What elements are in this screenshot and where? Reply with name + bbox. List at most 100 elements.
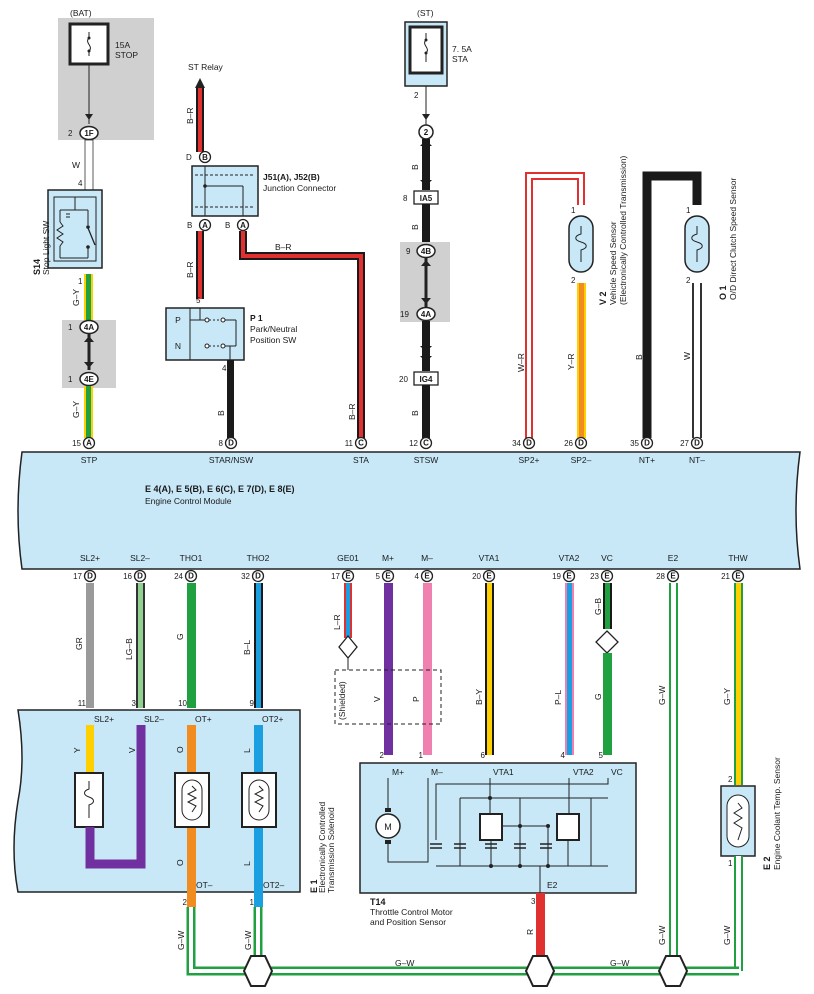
pin-connector-letter: E (345, 572, 351, 581)
pin-number: 34 (512, 439, 521, 448)
pin-circle (482, 569, 496, 583)
connector-4e-pin: 1 (68, 375, 73, 384)
pin-number: 4 (415, 572, 420, 581)
wire-label-w-stp: W (72, 160, 80, 170)
ground-splice-3 (657, 955, 689, 987)
t14-pin-name: M– (431, 767, 443, 777)
e1-bottom-pin-number: 1 (250, 898, 255, 907)
wire-label-w-nt: W (682, 352, 692, 360)
wire-label-g1: G (175, 633, 185, 640)
fuse-stop-name: STOP (115, 50, 138, 60)
e1-pin-name: OT+ (195, 714, 212, 724)
fuse-stop-source: (BAT) (70, 8, 92, 18)
pin-number: 28 (656, 572, 665, 581)
wire-label-g2: G (593, 693, 603, 700)
wire-label-b-st2: B (410, 224, 420, 230)
pin-circle (251, 569, 265, 583)
e1-pin-number: 3 (132, 699, 137, 708)
junction-pin-a1: B A (187, 218, 212, 232)
ecm-top-pins: A15STPD8STAR/NSWC11STAC12STSWD34SP2+D26S… (72, 436, 705, 465)
e1-name-2: Transmission Solenoid (326, 807, 336, 893)
svg-text:2: 2 (571, 276, 576, 285)
pin-number: 24 (174, 572, 183, 581)
wire-label-b-p1: B (216, 410, 226, 416)
pin-circle (562, 569, 576, 583)
pin-number: 32 (241, 572, 250, 581)
pin-connector-letter: E (424, 572, 430, 581)
wire-label-lgb: LG–B (124, 638, 134, 660)
pin-name: STAR/NSW (209, 455, 253, 465)
pin-connector-letter: D (255, 572, 261, 581)
pin-circle (600, 569, 614, 583)
e1-pin-name: OT2+ (262, 714, 284, 724)
o1-name: O/D Direct Clutch Speed Sensor (728, 177, 738, 300)
e1-pin-number: 10 (178, 699, 187, 708)
stop-light-switch (47, 189, 103, 269)
e2-code: E 2 (762, 856, 772, 870)
pin-connector-letter: D (137, 572, 143, 581)
pin-connector-letter: D (526, 439, 532, 448)
e1-name-1: Electronically Controlled (317, 802, 327, 893)
svg-text:9: 9 (406, 247, 411, 256)
v2-name-1: Vehicle Speed Sensor (608, 221, 618, 305)
pin-connector-letter: E (486, 572, 492, 581)
wire-label-b-st3: B (410, 410, 420, 416)
svg-text:B: B (225, 221, 230, 230)
wire-label-gw-b2: G–W (243, 931, 253, 950)
e1-pin-number: 11 (78, 699, 87, 708)
pin-circle (133, 569, 147, 583)
wire-label-v-in: V (127, 747, 137, 753)
pin-connector-letter: E (735, 572, 741, 581)
v2-code: V 2 (598, 291, 608, 305)
pin-name: SP2– (571, 455, 592, 465)
connector-4a-sta: 19 4A (400, 306, 436, 322)
fuse-sta: (ST) 7. 5A STA (404, 8, 472, 87)
pin-number: 35 (630, 439, 639, 448)
t14-pin-number: 5 (599, 751, 604, 760)
wire-label-b-nt: B (634, 354, 644, 360)
pin-number: 17 (73, 572, 82, 581)
t14-pin-name: M+ (392, 767, 404, 777)
wire-label-gw-b6: G–W (722, 926, 732, 945)
ecm-name: Engine Control Module (145, 496, 232, 506)
connector-4e: 1 4E (68, 371, 99, 387)
fuse-stop: (BAT) 15A STOP (58, 8, 154, 140)
s14-pin-bottom: 1 (78, 277, 83, 286)
pin-name: NT– (689, 455, 705, 465)
t14-pin-number: 6 (481, 751, 486, 760)
ground-splice-2 (524, 955, 556, 987)
ecm-code: E 4(A), E 5(B), E 6(C), E 7(D), E 8(E) (145, 484, 295, 494)
pin-circle (381, 569, 395, 583)
wire-label-gw-b1: G–W (176, 931, 186, 950)
connector-1f-id: 1F (84, 129, 93, 138)
ground-splice-1 (242, 955, 274, 987)
wire-label-o-in1: O (175, 746, 185, 753)
st-relay-label: ST Relay (188, 62, 224, 72)
e1-pin-number: 9 (250, 699, 255, 708)
p1-pos-n: N (175, 341, 181, 351)
fuse-sta-name: STA (452, 54, 468, 64)
pin-name: SL2– (130, 553, 150, 563)
pin-name: E2 (668, 553, 679, 563)
pin-circle (83, 569, 97, 583)
wire-label-br4: B–R (347, 403, 357, 420)
pin-name: SL2+ (80, 553, 100, 563)
pin-circle (82, 436, 96, 450)
wire-label-gw-b5: G–W (657, 926, 667, 945)
wire-label-v: V (372, 696, 382, 702)
pin-circle (574, 436, 588, 450)
wire-label-y-in: Y (72, 747, 82, 753)
connector-1f: 2 1F (68, 125, 99, 141)
